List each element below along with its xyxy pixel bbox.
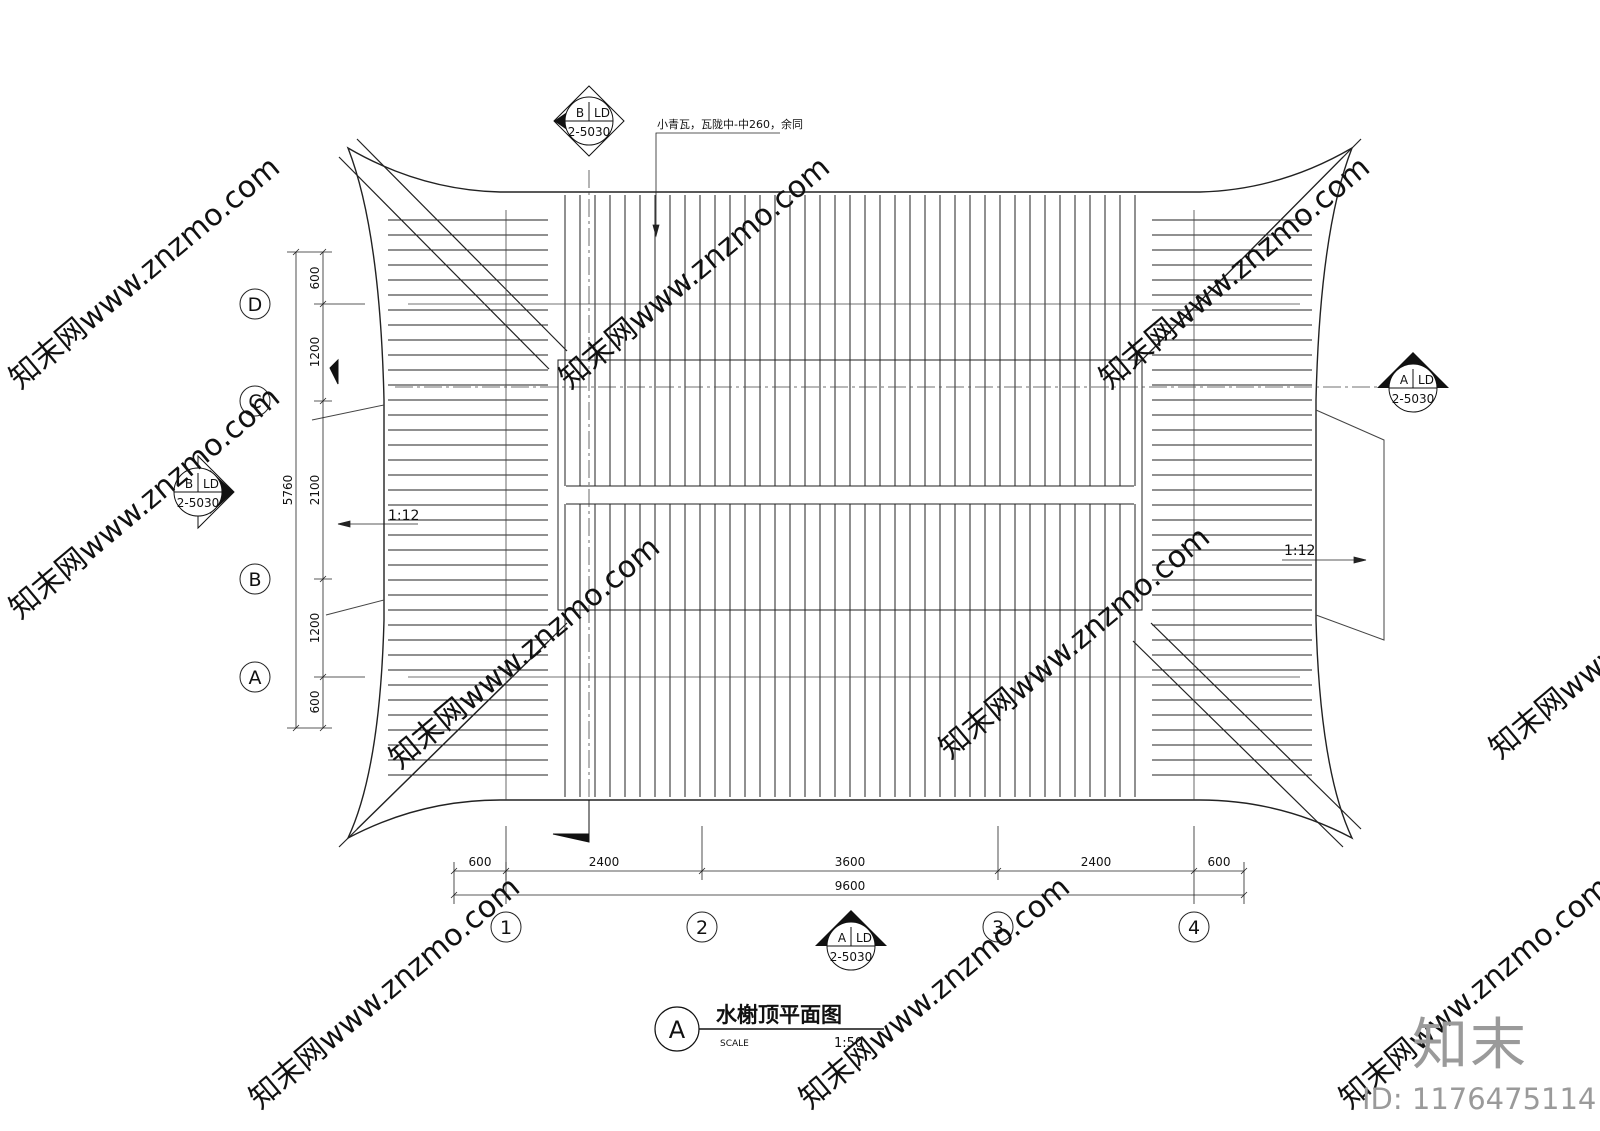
watermark-brand: 知末: [1412, 1013, 1528, 1078]
section-cut-markers: [329, 358, 590, 843]
svg-text:LD: LD: [856, 931, 872, 945]
dim-bottom-total: 9600: [835, 879, 866, 893]
note-leader: [652, 132, 780, 238]
hip-ridge-3-b: [1150, 622, 1362, 830]
grid-col-4: 4: [1178, 911, 1210, 943]
svg-text:A: A: [1400, 373, 1409, 387]
dim-bottom-4: 2400: [1081, 855, 1112, 869]
svg-text:3: 3: [992, 917, 1004, 939]
svg-text:C: C: [248, 391, 261, 413]
slope-arrow-right: [1282, 556, 1367, 564]
section-mark-right: A LD 2-5030: [1377, 352, 1449, 413]
svg-text:4: 4: [1188, 917, 1200, 939]
dim-bottom-1: 600: [469, 855, 492, 869]
dim-left-total: 5760: [281, 475, 295, 506]
svg-text:2-5030: 2-5030: [177, 496, 220, 510]
svg-text:2-5030: 2-5030: [568, 125, 611, 139]
roof-eave-outline: [346, 146, 1354, 840]
watermark-id: ID: 1176475114: [1362, 1082, 1597, 1116]
hip-ridge-3-a: [1132, 640, 1344, 848]
svg-text:知末网www.znzmo.com: 知末网www.znzmo.com: [793, 870, 1077, 1116]
dim-left-5: 600: [308, 691, 322, 714]
section-mark-bottom: A LD 2-5030: [815, 910, 887, 971]
hip-ridge-0-a: [338, 156, 550, 370]
drawing-title: 水榭顶平面图: [716, 1003, 842, 1027]
dim-bottom-2: 2400: [589, 855, 620, 869]
dim-left-3: 2100: [308, 475, 322, 506]
gutter-left-bottom: [325, 599, 385, 616]
roof-outline: [338, 138, 1362, 848]
grid-row-C: C: [239, 385, 271, 417]
grid-col-2: 2: [686, 911, 718, 943]
dimension-chain-left: [287, 248, 365, 732]
scale-value: 1:50: [834, 1036, 863, 1051]
gutter-right: [1315, 409, 1385, 641]
svg-text:2: 2: [696, 917, 708, 939]
slope-label-right: 1:12: [1284, 543, 1315, 559]
svg-text:2-5030: 2-5030: [1392, 392, 1435, 406]
svg-text:知末网www.znzmo.com: 知末网www.znzmo.com: [383, 530, 667, 776]
grid-row-B: B: [239, 563, 271, 595]
svg-text:B: B: [248, 569, 261, 591]
dim-left-2: 1200: [308, 337, 322, 368]
svg-text:LD: LD: [203, 477, 219, 491]
dim-bottom-3: 3600: [835, 855, 866, 869]
hip-ridge-2-b: [356, 622, 568, 830]
watermark: 知末网www.znzmo.com 知末网www.znzmo.com 知末网www…: [3, 150, 1600, 1116]
svg-text:A: A: [669, 1016, 686, 1044]
dim-bottom-5: 600: [1208, 855, 1231, 869]
dim-left-4: 1200: [308, 613, 322, 644]
svg-text:B: B: [185, 477, 193, 491]
dimension-chain-bottom: [450, 826, 1248, 904]
svg-text:知末网www.znzmo.com: 知末网www.znzmo.com: [1483, 520, 1600, 766]
hip-ridge-1-b: [1150, 138, 1362, 352]
svg-text:D: D: [248, 294, 263, 316]
slope-arrow-left: [337, 520, 418, 528]
svg-text:知末网www.znzmo.com: 知末网www.znzmo.com: [3, 150, 287, 396]
svg-text:A: A: [249, 667, 262, 689]
roof-tile-note: 小青瓦，瓦陇中-中260，余同: [657, 117, 803, 131]
svg-text:B: B: [576, 106, 584, 120]
roof-central-zone: [557, 359, 1143, 611]
svg-text:LD: LD: [1418, 373, 1434, 387]
grid-lines: [311, 170, 1385, 800]
drawing-title-block: A 水榭顶平面图 SCALE 1:50: [654, 1003, 884, 1052]
scale-label: SCALE: [720, 1039, 749, 1049]
svg-text:1: 1: [500, 917, 512, 939]
section-mark-top: B LD 2-5030: [553, 85, 625, 157]
grid-row-A: A: [239, 661, 271, 693]
svg-text:知末网www.znzmo.com: 知末网www.znzmo.com: [243, 870, 527, 1116]
gutter-left-top: [311, 404, 385, 421]
grid-col-1: 1: [490, 911, 522, 943]
grid-col-3: 3: [982, 911, 1014, 943]
dim-left-1: 600: [308, 267, 322, 290]
grid-row-D: D: [239, 288, 271, 320]
section-mark-left: B LD 2-5030: [173, 454, 235, 530]
slope-label-left: 1:12: [388, 508, 419, 524]
svg-text:A: A: [838, 931, 847, 945]
svg-text:LD: LD: [594, 106, 610, 120]
svg-text:2-5030: 2-5030: [830, 950, 873, 964]
hip-ridge-0-b: [356, 138, 568, 352]
